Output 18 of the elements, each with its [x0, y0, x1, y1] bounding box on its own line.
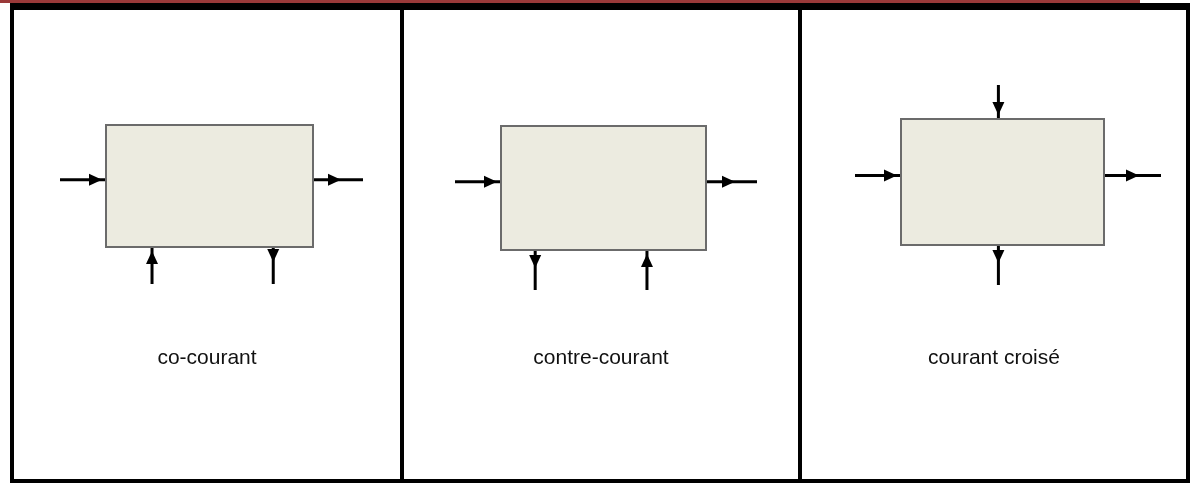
- panel-label: contre-courant: [533, 345, 669, 369]
- arrow: [455, 175, 500, 188]
- panel-label: courant croisé: [928, 345, 1060, 369]
- arrow: [1105, 169, 1161, 182]
- arrow: [60, 173, 105, 186]
- arrow: [640, 251, 653, 290]
- arrow: [146, 248, 159, 284]
- arrow: [267, 248, 280, 284]
- process-box: [500, 125, 707, 251]
- arrow: [992, 246, 1005, 285]
- arrow: [529, 251, 542, 290]
- arrow: [855, 169, 900, 182]
- panel-label: co-courant: [157, 345, 257, 369]
- process-box: [105, 124, 314, 248]
- arrow: [314, 173, 363, 186]
- arrow: [992, 85, 1005, 118]
- process-box: [900, 118, 1105, 246]
- arrow: [707, 175, 757, 188]
